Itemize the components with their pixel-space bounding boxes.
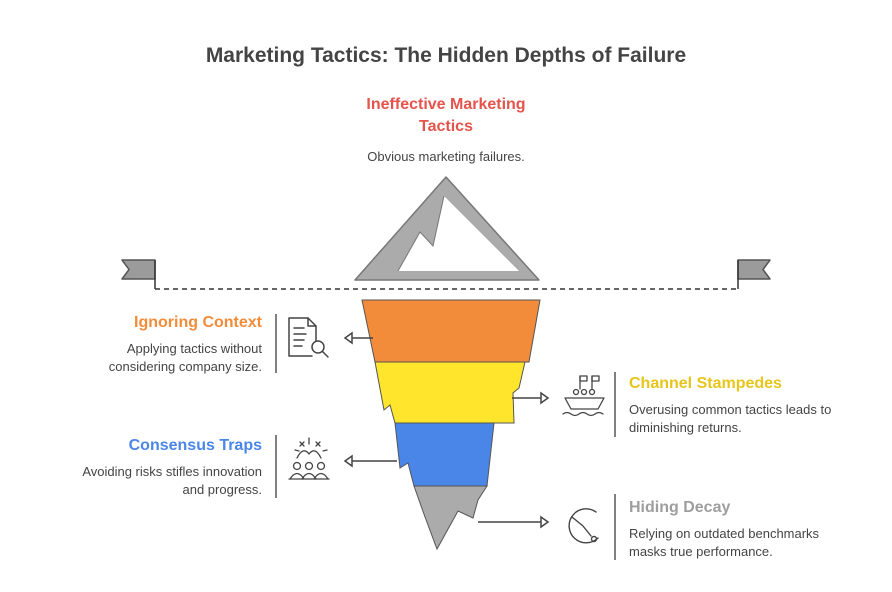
left-flag [121, 259, 156, 289]
ignoring-context-title: Ignoring Context [134, 314, 262, 331]
channel-stampedes-desc: Overusing common tactics leads to dimini… [629, 401, 879, 437]
tip-title-line2: Tactics [419, 118, 473, 135]
group-idea-icon [288, 437, 330, 480]
layer-ignoring-context [361, 299, 541, 363]
tip-title: Ineffective Marketing Tactics [296, 94, 596, 138]
hiding-decay-desc-line1: Relying on outdated benchmarks [629, 526, 820, 541]
diagram-title: Marketing Tactics: The Hidden Depths of … [205, 44, 687, 67]
tip-description: Obvious marketing failures. [367, 149, 525, 164]
hiding-decay-desc-line2: masks true performance. [629, 544, 773, 559]
consensus-traps-desc-line2: and progress. [182, 482, 263, 497]
channel-stampedes-desc-line1: Overusing common tactics leads to [629, 402, 832, 417]
channel-stampedes-desc-line2: diminishing returns. [629, 420, 742, 435]
separators [275, 314, 616, 560]
layer-consensus-traps [394, 422, 495, 487]
iceberg-tip [354, 176, 540, 281]
underwater-layers [361, 299, 541, 551]
document-search-icon [288, 317, 329, 358]
label-channel-stampedes: Channel Stampedes Overusing common tacti… [629, 375, 879, 437]
hiding-decay-title: Hiding Decay [629, 499, 731, 516]
ship-crowd-icon [562, 375, 605, 417]
label-hiding-decay: Hiding Decay Relying on outdated benchma… [629, 499, 879, 561]
label-consensus-traps: Consensus Traps Avoiding risks stifles i… [30, 437, 262, 499]
right-flag [737, 259, 771, 289]
channel-stampedes-title: Channel Stampedes [629, 375, 782, 392]
hiding-decay-desc: Relying on outdated benchmarks masks tru… [629, 525, 879, 561]
layer-hiding-decay [413, 485, 488, 551]
declining-gauge-icon [568, 508, 599, 544]
label-ignoring-context: Ignoring Context Applying tactics withou… [30, 314, 262, 376]
ignoring-context-desc: Applying tactics without considering com… [30, 340, 262, 376]
consensus-traps-desc-line1: Avoiding risks stifles innovation [82, 464, 262, 479]
arrows [343, 331, 550, 529]
ignoring-context-desc-line2: considering company size. [108, 359, 262, 374]
consensus-traps-title: Consensus Traps [128, 437, 262, 454]
tip-title-line1: Ineffective Marketing [366, 96, 526, 113]
ignoring-context-desc-line1: Applying tactics without [126, 341, 262, 356]
consensus-traps-desc: Avoiding risks stifles innovation and pr… [30, 463, 262, 499]
layer-channel-stampedes [374, 361, 526, 424]
